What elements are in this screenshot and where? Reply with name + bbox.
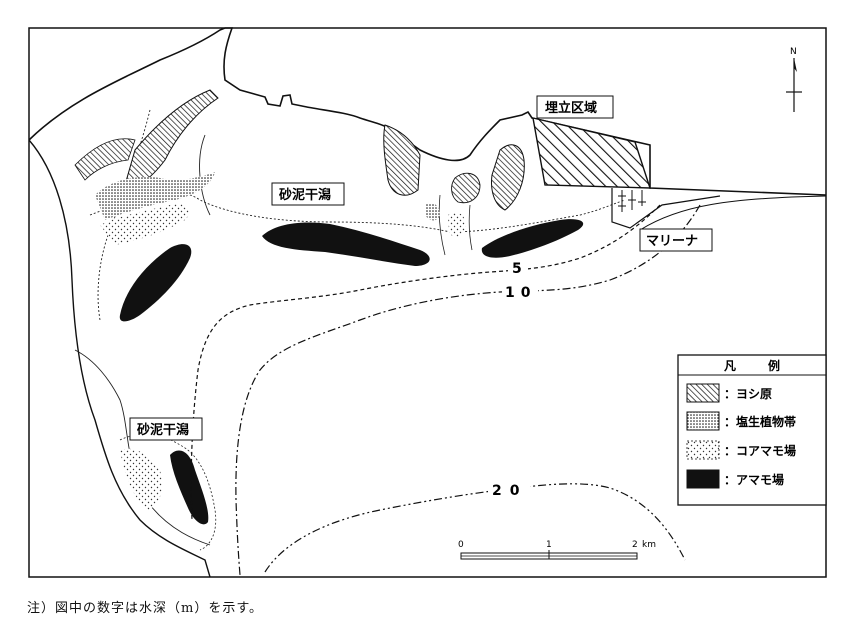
label-box-mudflat-north bbox=[271, 182, 345, 206]
legend-swatch-eelgrass bbox=[686, 469, 720, 489]
marina-coast bbox=[639, 195, 827, 231]
dwarf-eelgrass-central bbox=[448, 212, 466, 238]
legend: 凡 例 ：ヨシ原 ：塩生植物帯 ：コアマモ場 ：アマモ場 bbox=[677, 354, 827, 506]
map-frame bbox=[28, 27, 827, 578]
coastline bbox=[28, 27, 827, 196]
legend-swatch-salt-marsh bbox=[686, 411, 720, 431]
label-box-mudflat-south bbox=[129, 417, 203, 441]
eelgrass-bed-west bbox=[119, 244, 192, 322]
reed-bed-central bbox=[383, 124, 421, 196]
eelgrass-bed-south bbox=[170, 450, 209, 525]
footnote: 注）図中の数字は水深（m）を示す。 bbox=[27, 601, 264, 616]
label-box-reclaimed bbox=[536, 95, 614, 119]
scale-tick-1: 1 bbox=[546, 540, 552, 550]
legend-swatch-reed bbox=[686, 383, 720, 403]
scale-bar: 0 1 2 km bbox=[458, 540, 656, 560]
legend-label-reed: ：ヨシ原 bbox=[724, 387, 772, 401]
salt-marsh-central bbox=[425, 203, 440, 221]
scale-unit: km bbox=[642, 540, 656, 550]
label-marina: マリーナ bbox=[646, 234, 698, 249]
reed-bed-west-strip bbox=[74, 138, 136, 181]
label-mudflat-north: 砂泥干潟 bbox=[278, 187, 331, 203]
scale-tick-0: 0 bbox=[458, 540, 464, 550]
north-arrow: N bbox=[786, 47, 802, 112]
reed-bed-inner bbox=[451, 172, 481, 204]
label-box-marina bbox=[639, 228, 713, 252]
salt-marsh-northwest bbox=[95, 172, 215, 220]
legend-title-2: 例 bbox=[768, 358, 780, 373]
legend-label-eelgrass: ：アマモ場 bbox=[724, 472, 784, 487]
depth-label-5: 5 bbox=[512, 261, 522, 277]
legend-label-salt-marsh: ：塩生植物帯 bbox=[724, 414, 796, 429]
legend-label-dwarf-eelgrass: ：コアマモ場 bbox=[724, 443, 796, 458]
contour-5m bbox=[190, 204, 661, 521]
western-sandbank bbox=[74, 349, 211, 546]
legend-swatch-dwarf-eelgrass bbox=[686, 440, 720, 460]
legend-title-1: 凡 bbox=[724, 359, 736, 373]
north-arrow-letter: N bbox=[790, 47, 797, 57]
dwarf-eelgrass-south bbox=[120, 448, 162, 510]
depth-label-20: 20 bbox=[492, 483, 527, 499]
coastline-west bbox=[28, 139, 211, 578]
reed-bed-east bbox=[491, 144, 525, 211]
eelgrass-bed-northeast bbox=[481, 219, 584, 258]
inner-channel bbox=[438, 194, 473, 256]
eelgrass-bed-north-central bbox=[262, 222, 430, 266]
marina-piers bbox=[618, 190, 646, 212]
depth-label-10: 10 bbox=[505, 285, 536, 301]
label-reclaimed-area: 埋立区域 bbox=[545, 100, 597, 116]
southern-mudflat-outline bbox=[119, 434, 217, 551]
reclaimed-area bbox=[532, 117, 651, 189]
dwarf-eelgrass-northwest bbox=[100, 203, 190, 245]
contour-10m bbox=[235, 204, 701, 576]
marina-basin bbox=[611, 188, 721, 229]
label-mudflat-south: 砂泥干潟 bbox=[136, 422, 189, 438]
scale-tick-2: 2 bbox=[632, 540, 638, 550]
